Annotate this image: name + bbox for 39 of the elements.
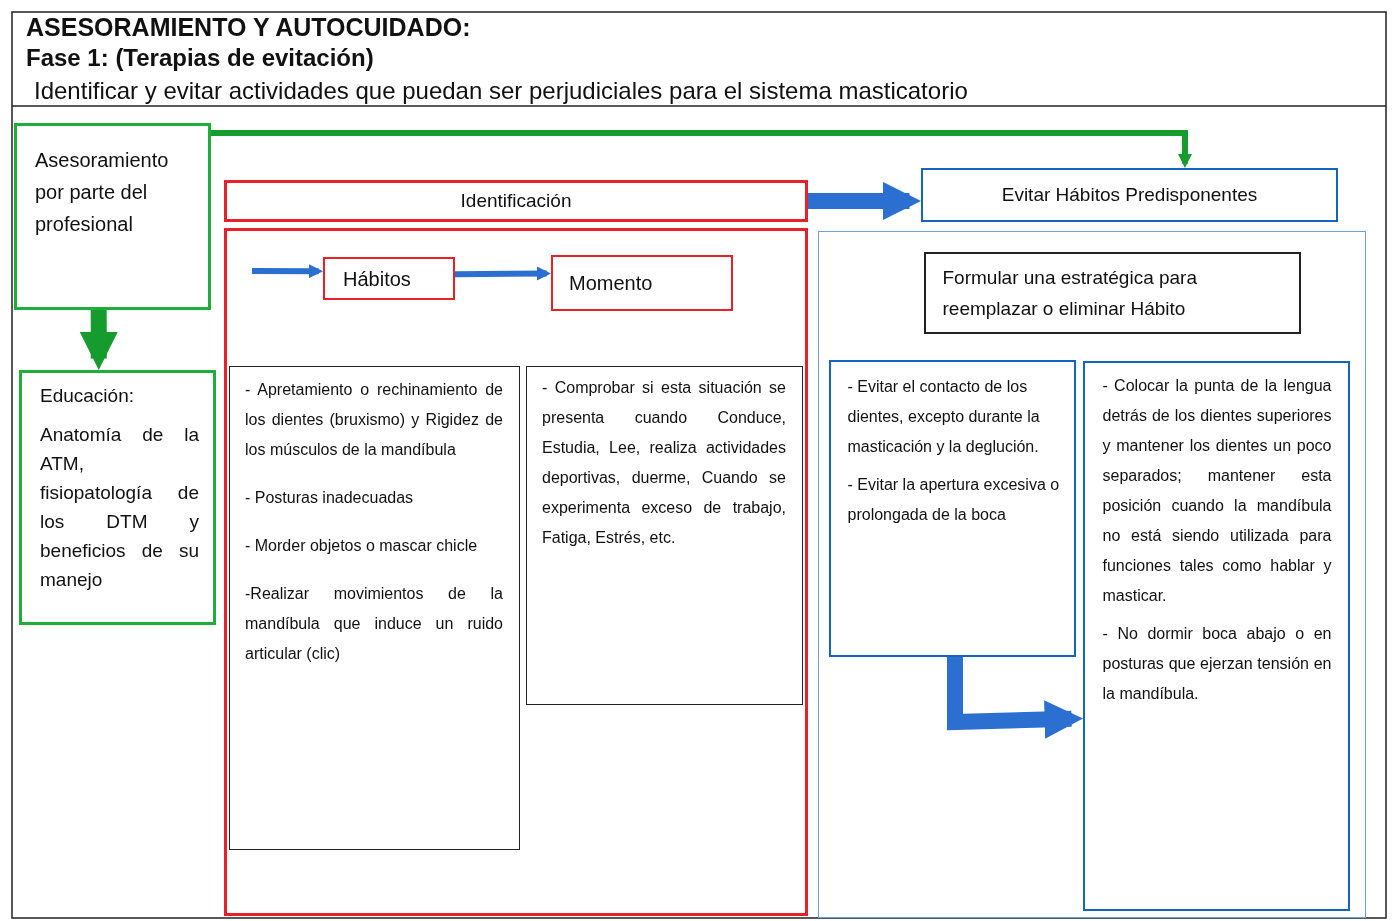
paragraph: - Comprobar si esta situación se presenta cuando Conduce, Estudia, Lee, realiza actividades deportivas, duerme, Cuando se experimenta exceso de trabajo, Fatiga, Estrés, etc. — [542, 378, 786, 548]
text-box — [923, 251, 1301, 334]
text-box — [551, 255, 733, 311]
panel-frame — [818, 231, 1366, 918]
paragraph: - No dormir boca abajo o en posturas que ejerzan tensión en la mandíbula. — [1102, 623, 1332, 704]
text-box — [14, 123, 211, 310]
subtitle: Fase 1: (Terapias de evitación) — [26, 44, 374, 72]
paragraph: - Colocar la punta de la lengua detrás de los dientes superiores y mantener los dientes un poco separados; mantener esta posición cuando la mandíbula no está siendo utilizada para funciones tales como hablar y masticar. — [1102, 375, 1332, 606]
arrow — [211, 130, 1193, 168]
text-box — [1082, 360, 1350, 911]
paragraph: - Evitar la apertura excesiva o prolongada de la boca — [847, 474, 1061, 525]
text-box — [526, 366, 803, 705]
text-box — [229, 366, 520, 850]
arrow — [79, 310, 118, 370]
arrow — [946, 657, 1083, 739]
arrow — [808, 181, 921, 221]
arrow — [252, 263, 323, 279]
text-box — [323, 257, 455, 300]
text-box — [828, 359, 1076, 657]
box-label: Hábitos — [343, 266, 412, 291]
text-box — [224, 180, 808, 222]
box-label: Evitar Hábitos Predisponentes — [1000, 183, 1259, 207]
box-label: Momento — [569, 271, 654, 295]
box-label: Asesoramiento por parte del profesional — [35, 148, 170, 237]
paragraph: - Evitar el contacto de los dientes, excepto durante la masticación y la deglución. — [847, 376, 1041, 457]
heading: Educación: — [40, 384, 135, 408]
paragraph: - Apretamiento o rechinamiento de los dientes (bruxismo) y Rigidez de los músculos de la mandíbula — [245, 380, 503, 460]
paragraph: Formular una estratégica para reemplazar o eliminar Hábito — [942, 265, 1198, 321]
description-text: Identificar y evitar actividades que puedan ser perjudiciales para el sistema masticatorio — [34, 77, 968, 105]
text-box — [19, 370, 216, 625]
arrow — [454, 266, 551, 281]
panel-frame — [224, 228, 808, 916]
paragraph: Anatomía de la ATM, fisiopatología de los DTM y beneficios de su manejo — [40, 423, 199, 592]
paragraph: - Morder objetos o mascar chicle — [245, 536, 479, 556]
text-box — [921, 168, 1338, 222]
paragraph: -Realizar movimientos de la mandíbula que induce un ruido articular (clic) — [245, 584, 503, 664]
paragraph: - Posturas inadecuadas — [245, 488, 415, 508]
box-label: Identificación — [459, 189, 573, 213]
title: ASESORAMIENTO Y AUTOCUIDADO: — [26, 13, 471, 42]
